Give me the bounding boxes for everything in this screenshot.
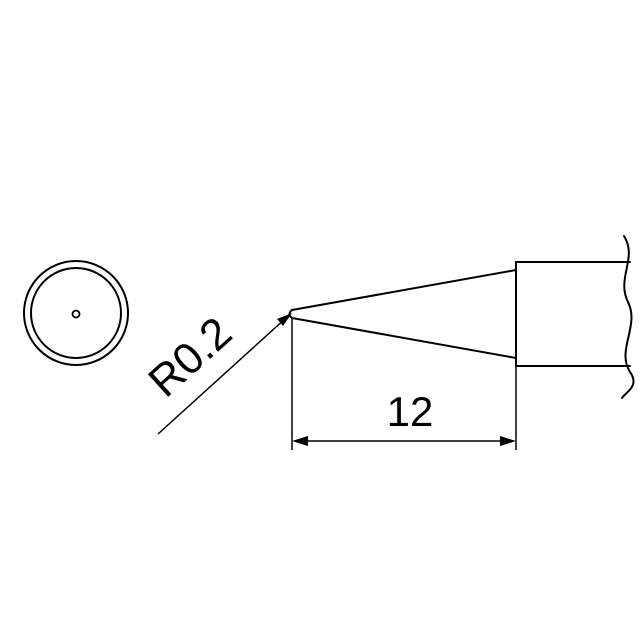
tip-end-view [23,260,129,366]
cone-lower-edge [291,317,517,359]
length-label: 12 [387,388,434,435]
end-view-inner-circle [30,267,122,359]
end-view-tip-point [71,309,81,319]
dimension-arrow-right [500,436,516,446]
radius-leader-line [157,317,287,435]
cone-upper-edge [291,269,517,311]
radius-callout: R0.2 [139,308,292,435]
radius-label: R0.2 [139,308,241,407]
length-dimension: 12 [291,318,517,450]
radius-leader-arrowhead [277,313,292,326]
end-view-outer-circle [23,260,129,366]
dimension-arrow-left [292,436,308,446]
shaft-break-line [621,235,635,399]
tip-side-view [288,235,635,399]
